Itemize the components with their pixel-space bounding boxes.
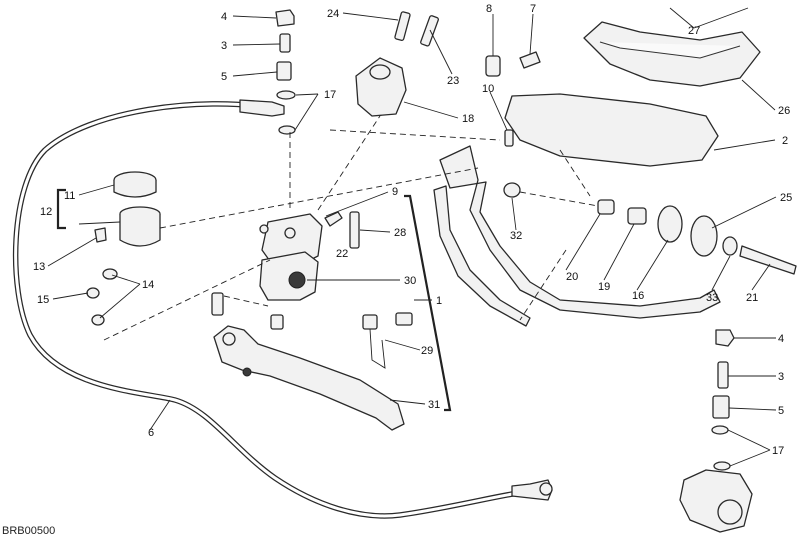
callout-7: 7 bbox=[530, 3, 536, 15]
reference-code: BRB00500 bbox=[2, 525, 55, 537]
callout-28: 28 bbox=[394, 227, 406, 239]
callout-30: 30 bbox=[404, 275, 416, 287]
callout-6: 6 bbox=[148, 427, 154, 439]
clutch-master-cylinder bbox=[211, 211, 360, 330]
callout-numbers: 4 3 5 17 24 23 18 8 7 10 27 26 2 25 11 1… bbox=[33, 3, 792, 457]
callout-32: 32 bbox=[510, 230, 522, 242]
clutch-lever bbox=[213, 325, 405, 431]
callout-8: 8 bbox=[486, 3, 492, 15]
lever-switch bbox=[362, 312, 413, 369]
callout-33: 33 bbox=[706, 292, 718, 304]
mount-bracket bbox=[355, 57, 407, 117]
callout-17: 17 bbox=[324, 89, 336, 101]
callout-1: 1 bbox=[436, 295, 442, 307]
callout-18: 18 bbox=[462, 113, 474, 125]
callout-25: 25 bbox=[780, 192, 792, 204]
callout-29: 29 bbox=[421, 345, 433, 357]
callout-26: 26 bbox=[778, 105, 790, 117]
callout-16: 16 bbox=[632, 290, 644, 302]
callout-15: 15 bbox=[37, 294, 49, 306]
callout-5: 5 bbox=[778, 405, 784, 417]
callout-22: 22 bbox=[336, 248, 348, 260]
callout-3: 3 bbox=[778, 371, 784, 383]
callout-9: 9 bbox=[392, 186, 398, 198]
callout-5: 5 bbox=[221, 71, 227, 83]
fluid-reservoir bbox=[94, 171, 161, 247]
callout-4: 4 bbox=[221, 11, 227, 23]
fairing-panels bbox=[504, 21, 761, 167]
clutch-hose bbox=[12, 99, 553, 519]
lower-frame-bracket bbox=[433, 145, 721, 327]
callout-3: 3 bbox=[221, 40, 227, 52]
peg-hardware bbox=[597, 199, 797, 275]
upper-banjo-bolt-stack bbox=[275, 9, 296, 135]
callout-27: 27 bbox=[688, 25, 700, 37]
callout-31: 31 bbox=[428, 399, 440, 411]
callout-4: 4 bbox=[778, 333, 784, 345]
callout-20: 20 bbox=[566, 271, 578, 283]
callout-17: 17 bbox=[772, 445, 784, 457]
fasteners bbox=[394, 11, 541, 147]
callout-10: 10 bbox=[482, 83, 494, 95]
callout-13: 13 bbox=[33, 261, 45, 273]
callout-19: 19 bbox=[598, 281, 610, 293]
callout-23: 23 bbox=[447, 75, 459, 87]
callout-24: 24 bbox=[327, 8, 339, 20]
callout-12: 12 bbox=[40, 206, 52, 218]
callout-11: 11 bbox=[64, 190, 75, 202]
callout-14: 14 bbox=[142, 279, 154, 291]
leader-lines bbox=[47, 7, 777, 467]
callout-2: 2 bbox=[782, 135, 788, 147]
callout-21: 21 bbox=[746, 292, 758, 304]
slave-cylinder-stack bbox=[679, 329, 753, 533]
